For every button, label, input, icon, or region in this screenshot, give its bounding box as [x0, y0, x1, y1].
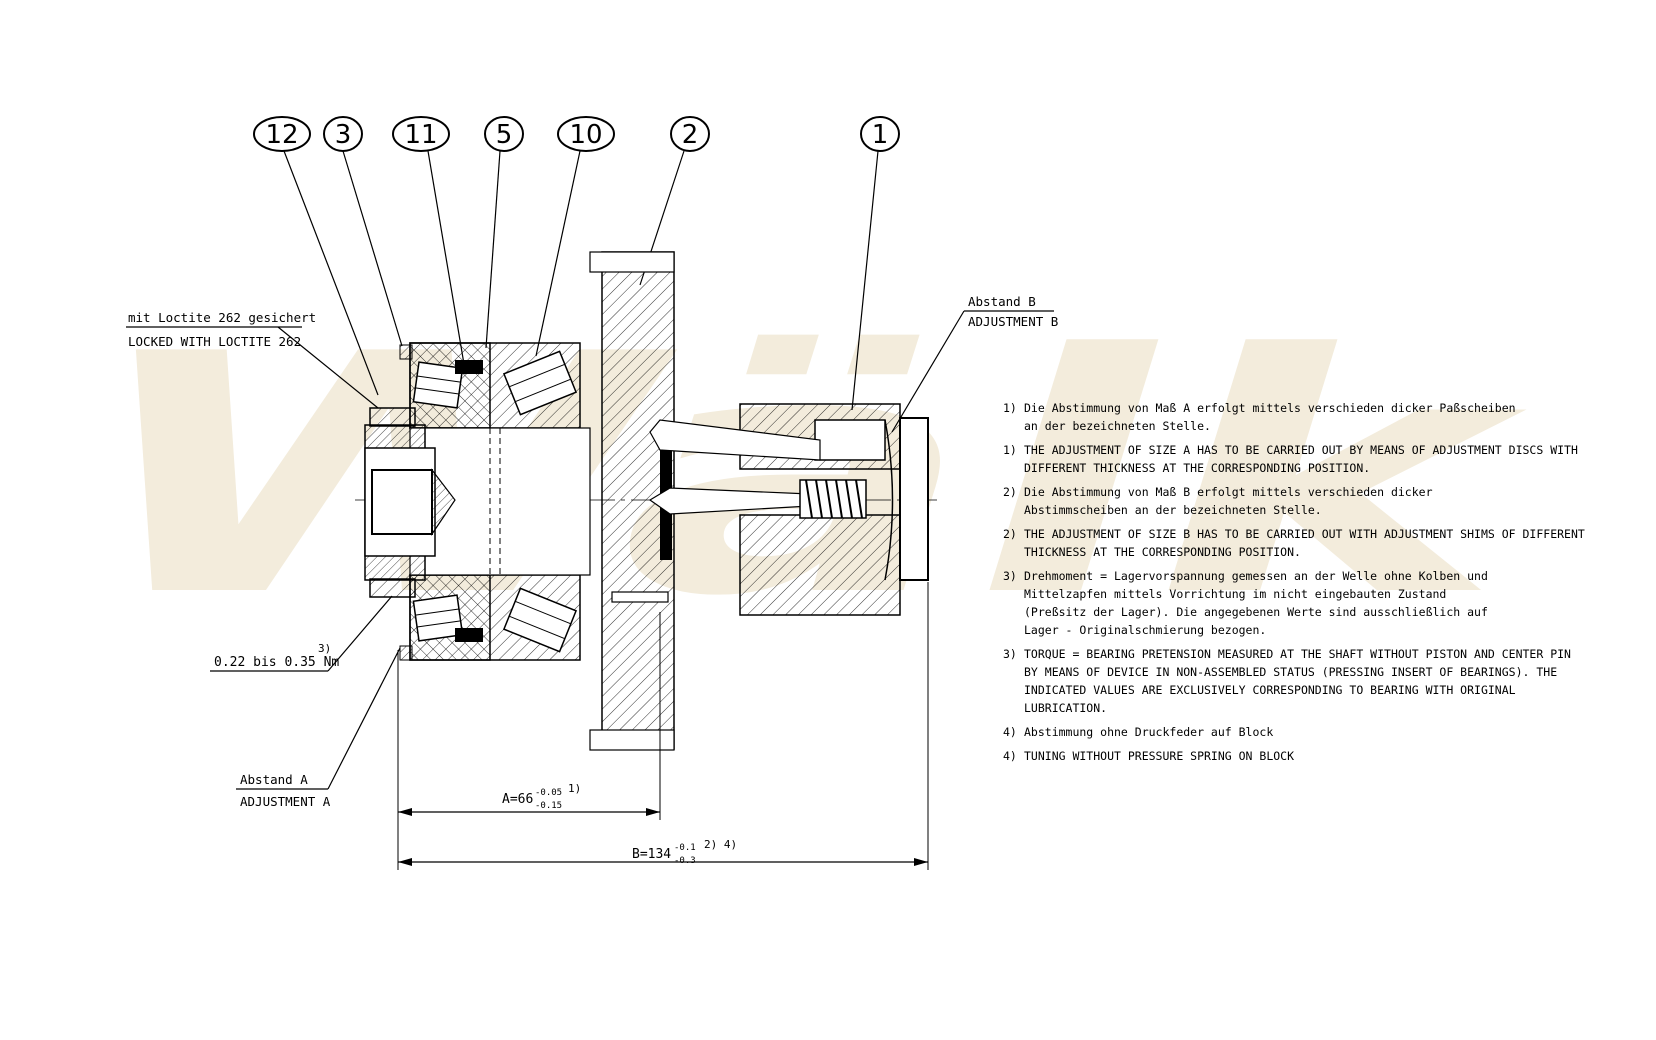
loctite-text-en: LOCKED WITH LOCTITE 262: [128, 334, 301, 349]
dimension-b-lower-tol: -0.3: [674, 856, 696, 866]
note-line: THICKNESS AT THE CORRESPONDING POSITION.: [1024, 545, 1301, 559]
note-line: INDICATED VALUES ARE EXCLUSIVELY CORRESP…: [1024, 683, 1516, 697]
note-number: 3): [1003, 569, 1017, 583]
note-line: BY MEANS OF DEVICE IN NON-ASSEMBLED STAT…: [1024, 665, 1557, 679]
adjustment-a-callout: Abstand A ADJUSTMENT A: [236, 647, 401, 809]
note-line: THE ADJUSTMENT OF SIZE B HAS TO BE CARRI…: [1024, 527, 1585, 541]
note-line: an der bezeichneten Stelle.: [1024, 419, 1211, 433]
abstand-b-de: Abstand B: [968, 294, 1036, 309]
balloon-3: 3: [323, 116, 403, 347]
balloon-5: 5: [484, 116, 524, 349]
note-line: Abstimmung ohne Druckfeder auf Block: [1024, 725, 1273, 739]
torque-ref: 3): [318, 642, 331, 655]
note-line: LUBRICATION.: [1024, 701, 1107, 715]
note-number: 1): [1003, 443, 1017, 457]
note-number: 2): [1003, 527, 1017, 541]
torque-value: 0.22 bis 0.35 Nm: [214, 655, 339, 670]
note-line: THE ADJUSTMENT OF SIZE A HAS TO BE CARRI…: [1024, 443, 1578, 457]
loctite-callout: mit Loctite 262 gesichert LOCKED WITH LO…: [126, 310, 379, 409]
dimension-a: A=66 -0.05 -0.15 1): [397, 612, 661, 870]
dimension-b-value: B=134: [632, 847, 671, 862]
balloon-12-label: 12: [265, 120, 298, 150]
balloon-12: 12: [253, 116, 379, 396]
balloon-2-label: 2: [682, 120, 699, 150]
note-line: Die Abstimmung von Maß B erfolgt mittels…: [1024, 485, 1433, 499]
note-line: (Preßsitz der Lager). Die angegebenen We…: [1024, 605, 1488, 619]
pressure-spring: [799, 479, 867, 519]
note-number: 1): [1003, 401, 1017, 415]
note-line: Mittelzapfen mittels Vorrichtung im nich…: [1024, 587, 1446, 601]
note-line: Drehmoment = Lagervorspannung gemessen a…: [1024, 569, 1488, 583]
balloon-11: 11: [392, 116, 466, 371]
balloon-10-label: 10: [569, 120, 602, 150]
dimension-a-upper-tol: -0.05: [535, 788, 562, 798]
balloon-1-label: 1: [872, 120, 889, 150]
torque-callout: 3) 0.22 bis 0.35 Nm: [210, 595, 393, 672]
shaft-nut: [364, 344, 456, 661]
dimension-b-ref: 2) 4): [704, 838, 737, 851]
dimension-a-ref: 1): [568, 782, 581, 795]
loctite-text-de: mit Loctite 262 gesichert: [128, 310, 316, 325]
note-line: DIFFERENT THICKNESS AT THE CORRESPONDING…: [1024, 461, 1370, 475]
note-line: TUNING WITHOUT PRESSURE SPRING ON BLOCK: [1024, 749, 1294, 763]
balloon-1: 1: [851, 116, 900, 411]
note-line: Die Abstimmung von Maß A erfolgt mittels…: [1024, 401, 1516, 415]
abstand-a-de: Abstand A: [240, 772, 308, 787]
dimension-b-upper-tol: -0.1: [674, 843, 696, 853]
abstand-b-en: ADJUSTMENT B: [968, 314, 1058, 329]
dimension-a-value: A=66: [502, 792, 533, 807]
balloon-5-label: 5: [496, 120, 513, 150]
note-number: 4): [1003, 725, 1017, 739]
note-number: 2): [1003, 485, 1017, 499]
abstand-a-en: ADJUSTMENT A: [240, 794, 331, 809]
note-line: Lager - Originalschmierung bezogen.: [1024, 623, 1266, 637]
adjustment-b-callout: Abstand B ADJUSTMENT B: [891, 294, 1058, 433]
balloon-3-label: 3: [335, 120, 352, 150]
note-number: 3): [1003, 647, 1017, 661]
dimension-b: B=134 -0.1 -0.3 2) 4): [398, 582, 929, 870]
note-line: TORQUE = BEARING PRETENSION MEASURED AT …: [1024, 647, 1571, 661]
dimension-a-lower-tol: -0.15: [535, 801, 562, 811]
balloon-10: 10: [535, 116, 615, 357]
piston-unit: [648, 403, 929, 616]
balloon-11-label: 11: [404, 120, 437, 150]
note-line: Abstimmscheiben an der bezeichneten Stel…: [1024, 503, 1322, 517]
note-number: 4): [1003, 749, 1017, 763]
tapered-roller-bearings: [412, 350, 578, 653]
notes-block: 1) Die Abstimmung von Maß A erfolgt mitte…: [1003, 401, 1585, 763]
